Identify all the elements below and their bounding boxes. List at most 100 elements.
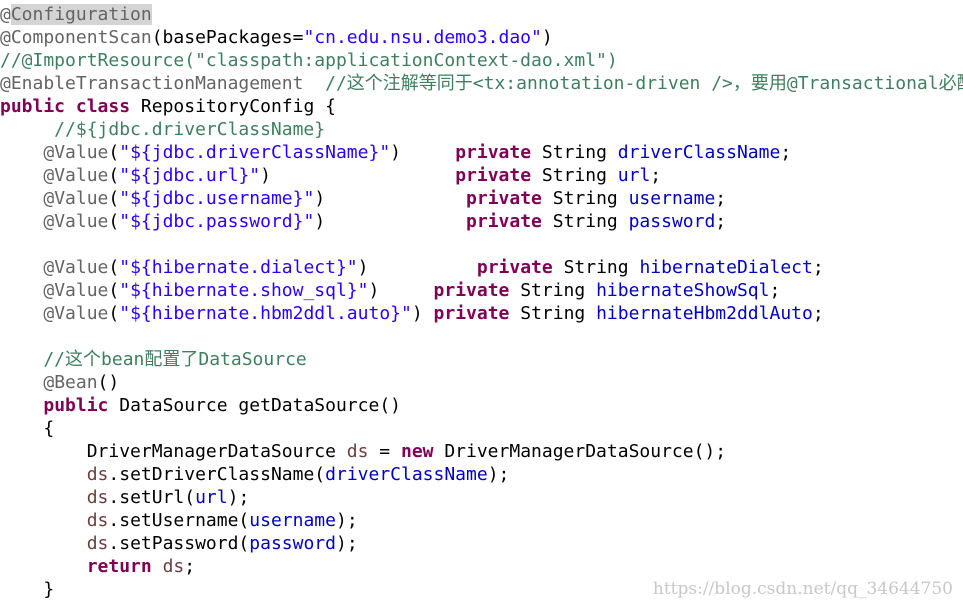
code-token xyxy=(0,303,43,324)
code-token: ( xyxy=(108,211,120,232)
code-token: DataSource getDataSource() xyxy=(108,395,401,416)
code-token: private xyxy=(466,188,542,209)
code-token: String xyxy=(509,280,597,301)
code-token: ds xyxy=(162,556,185,577)
code-token: @Value xyxy=(43,211,109,232)
code-token xyxy=(0,142,43,163)
code-token: //@ImportResource("classpath:application… xyxy=(0,50,618,71)
code-token: "${jdbc.username}" xyxy=(119,188,315,209)
code-token xyxy=(152,556,163,577)
code-token: .setUsername( xyxy=(108,510,250,531)
code-line: @Value("${jdbc.password}") private Strin… xyxy=(0,210,726,233)
code-line: public class RepositoryConfig { xyxy=(0,95,336,118)
code-token xyxy=(0,395,43,416)
code-token: ) xyxy=(368,280,434,301)
code-line: @EnableTransactionManagement //这个注解等同于<t… xyxy=(0,72,963,95)
code-token: password xyxy=(249,533,336,554)
code-token xyxy=(0,556,87,577)
code-line: DriverManagerDataSource ds = new DriverM… xyxy=(0,440,726,463)
code-token: //${jdbc.driverClassName} xyxy=(0,119,326,140)
code-token: DriverManagerDataSource xyxy=(0,441,347,462)
code-token: ) xyxy=(314,211,467,232)
code-token: ds xyxy=(86,510,109,531)
code-token xyxy=(0,188,43,209)
code-token: ( xyxy=(108,280,120,301)
code-token: ); xyxy=(227,487,250,508)
code-token: private xyxy=(433,303,510,324)
code-line: //@ImportResource("classpath:application… xyxy=(0,49,618,72)
code-token: ( xyxy=(108,188,120,209)
code-token: @Value xyxy=(43,303,109,324)
code-token: ); xyxy=(487,464,510,485)
code-token: ; xyxy=(812,303,824,324)
code-token xyxy=(65,96,76,117)
code-token xyxy=(0,533,87,554)
code-token: DriverManagerDataSource(); xyxy=(433,441,727,462)
code-token: hibernateShowSql xyxy=(596,280,770,301)
code-token: driverClassName xyxy=(617,142,781,163)
code-line: @Value("${jdbc.driverClassName}") privat… xyxy=(0,141,791,164)
code-line: @Value("${hibernate.show_sql}") private … xyxy=(0,279,780,302)
code-token: @Value xyxy=(43,257,109,278)
code-token: .setPassword( xyxy=(108,533,250,554)
code-token: "${hibernate.show_sql}" xyxy=(119,280,369,301)
code-token: @Value xyxy=(43,165,109,186)
code-token: "${hibernate.hbm2ddl.auto}" xyxy=(119,303,412,324)
code-token: ( xyxy=(108,303,120,324)
code-token xyxy=(0,211,43,232)
code-token xyxy=(303,73,325,94)
code-line: @Configuration xyxy=(0,3,152,26)
code-token: password xyxy=(628,211,716,232)
code-line: return ds; xyxy=(0,555,195,578)
code-token: ds xyxy=(86,533,109,554)
code-token: String xyxy=(509,303,597,324)
code-line: //${jdbc.driverClassName} xyxy=(0,118,325,141)
watermark-text: https://blog.csdn.net/qq_34644750 xyxy=(652,579,953,599)
code-token: ; xyxy=(715,188,727,209)
code-token: ( xyxy=(108,142,120,163)
code-token: String xyxy=(541,211,629,232)
code-token: ds xyxy=(86,464,109,485)
code-token: new xyxy=(400,441,434,462)
code-token: //这个bean配置了DataSource xyxy=(0,349,307,370)
code-token: ( xyxy=(108,257,120,278)
code-token: ds xyxy=(86,487,109,508)
code-token: String xyxy=(531,165,618,186)
code-token: ); xyxy=(335,533,358,554)
code-token: "cn.edu.nsu.demo3.dao" xyxy=(303,27,542,48)
code-token: private xyxy=(466,211,542,232)
code-line: public DataSource getDataSource() xyxy=(0,394,401,417)
code-token xyxy=(0,487,87,508)
code-token: private xyxy=(455,142,532,163)
code-token: ; xyxy=(812,257,824,278)
code-token: @Value xyxy=(43,188,109,209)
code-token: public xyxy=(0,96,66,117)
code-line: } xyxy=(0,578,54,601)
code-token: String xyxy=(541,188,629,209)
code-token: private xyxy=(455,165,532,186)
code-token: "${jdbc.url}" xyxy=(119,165,261,186)
code-token: return xyxy=(86,556,152,577)
code-token xyxy=(0,510,87,531)
code-token: class xyxy=(75,96,131,117)
code-token xyxy=(0,372,43,393)
code-token: private xyxy=(476,257,553,278)
code-line: @ComponentScan(basePackages="cn.edu.nsu.… xyxy=(0,26,553,49)
code-token: String xyxy=(531,142,618,163)
code-token xyxy=(0,464,87,485)
code-token: ) xyxy=(541,27,553,48)
code-token: ) xyxy=(260,165,456,186)
code-token: @ComponentScan xyxy=(0,27,152,48)
code-token: hibernateDialect xyxy=(639,257,813,278)
code-token: @Bean xyxy=(43,372,98,393)
code-token: () xyxy=(97,372,120,393)
code-token: ); xyxy=(335,510,358,531)
code-token: url xyxy=(617,165,651,186)
code-token: ; xyxy=(780,142,792,163)
code-token: url xyxy=(195,487,228,508)
code-token: //这个注解等同于<tx:annotation-driven />，要用@Tra… xyxy=(325,73,963,94)
code-token: username xyxy=(628,188,716,209)
code-token: hibernateHbm2ddlAuto xyxy=(596,303,813,324)
code-token: ds xyxy=(346,441,369,462)
